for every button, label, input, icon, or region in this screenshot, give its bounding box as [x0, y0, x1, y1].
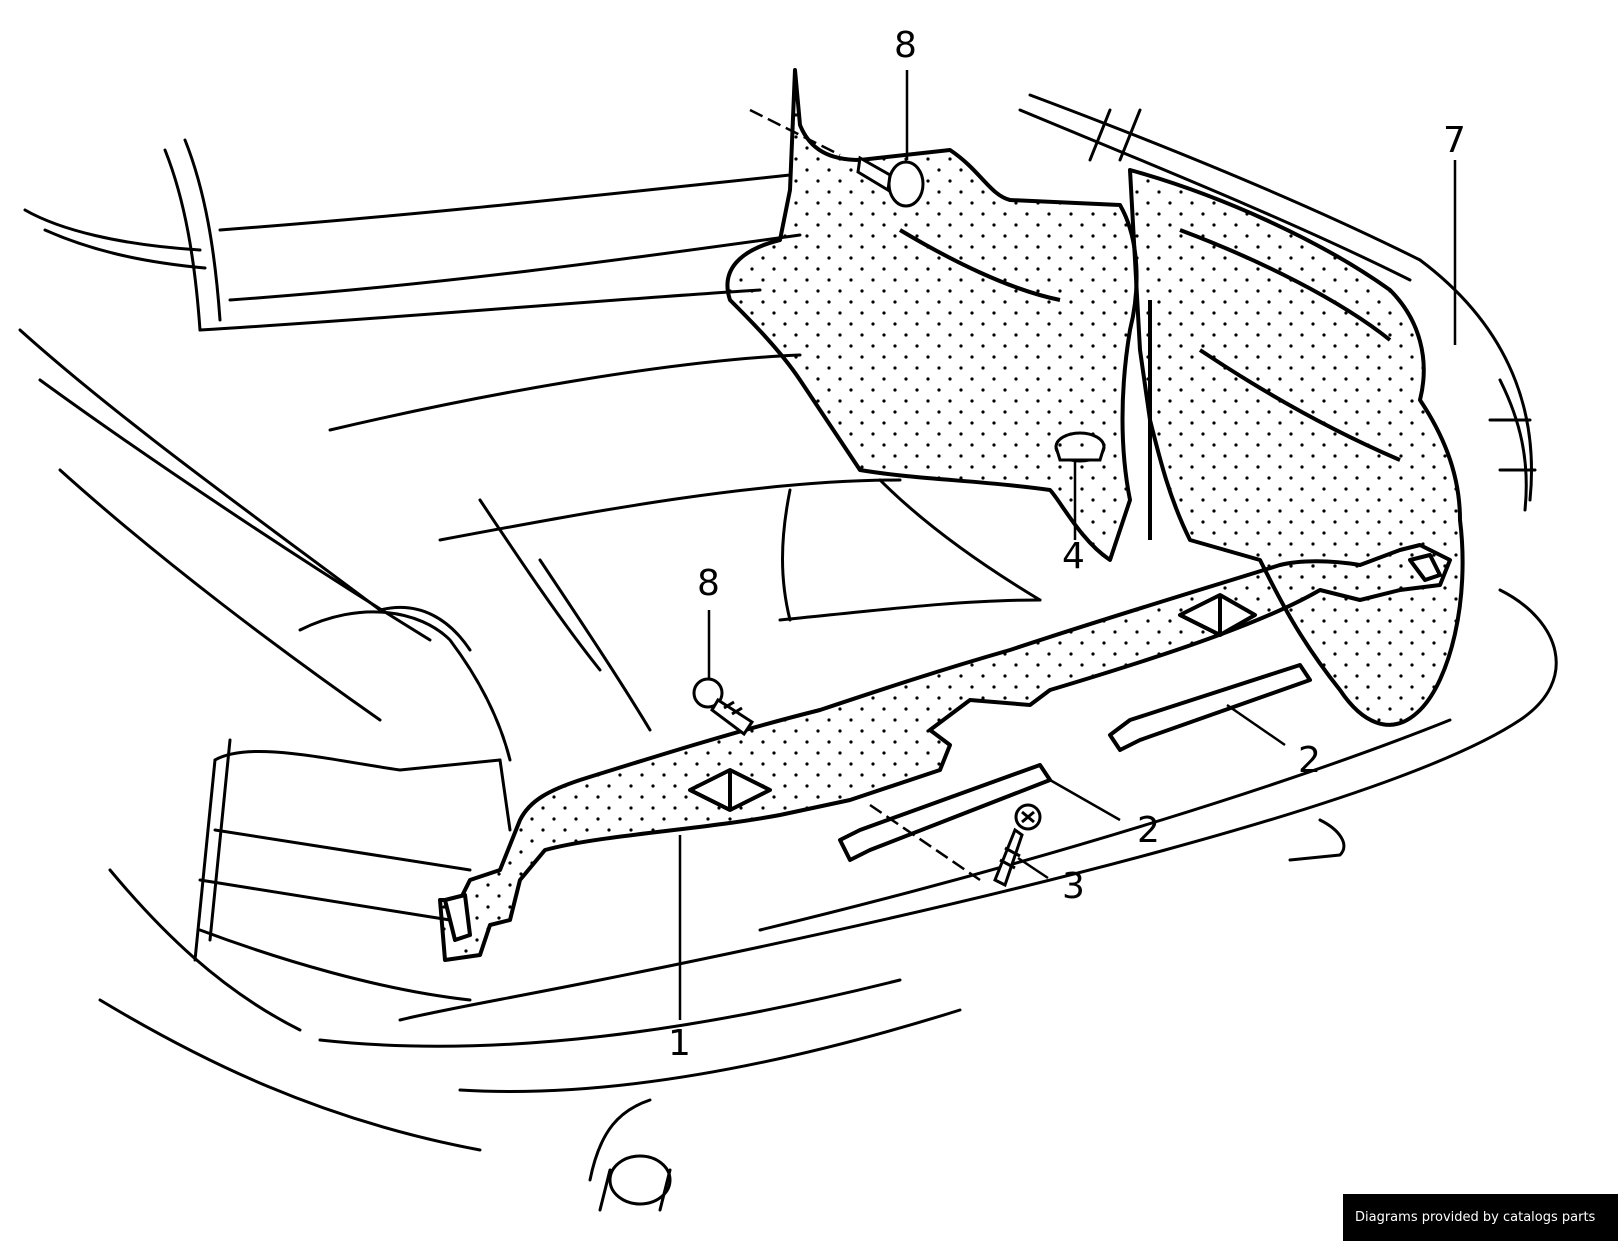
part-4-cap — [1054, 431, 1106, 463]
callout-8-lower: 8 — [697, 563, 720, 604]
callout-3: 3 — [1062, 866, 1085, 907]
part-3-screw — [993, 803, 1042, 888]
credit-badge: Diagrams provided by catalogs parts — [1343, 1194, 1618, 1241]
part-1-rear-trim — [438, 543, 1452, 962]
leader-lines — [678, 70, 1457, 1020]
part-8-clip-upper — [856, 155, 925, 208]
callouts: 8 7 4 8 2 2 3 1 — [668, 25, 1466, 1064]
callout-4: 4 — [1062, 536, 1085, 577]
callout-2-right: 2 — [1298, 740, 1321, 781]
callout-2-left: 2 — [1137, 810, 1160, 851]
trunk-rear-carpet — [725, 68, 1152, 562]
car-body-outline — [18, 93, 1558, 1212]
callout-1: 1 — [668, 1023, 691, 1064]
part-8-clip-lower — [692, 677, 755, 737]
callout-7: 7 — [1443, 120, 1466, 161]
callout-8-upper: 8 — [894, 25, 917, 66]
